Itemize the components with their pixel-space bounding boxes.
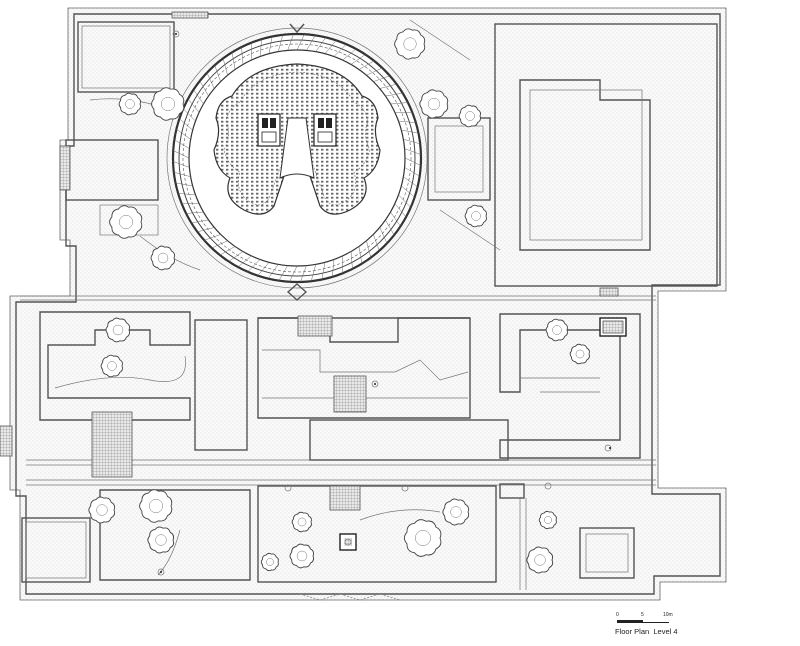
lower-courtyards bbox=[21, 483, 635, 601]
middle-courtyards bbox=[0, 311, 641, 478]
tree-19 bbox=[403, 519, 442, 557]
tree-21 bbox=[526, 546, 554, 574]
tree-4 bbox=[419, 89, 449, 119]
tree-12 bbox=[569, 343, 590, 365]
scale-bar-segment bbox=[617, 620, 643, 623]
tree-5 bbox=[458, 104, 481, 128]
drawing-title: Floor Plan Level 4 bbox=[615, 627, 678, 636]
tree-6 bbox=[109, 205, 143, 239]
scale-bar-line bbox=[617, 622, 669, 623]
tree-22 bbox=[538, 510, 557, 530]
tree-9 bbox=[105, 317, 130, 343]
tree-8 bbox=[464, 204, 487, 228]
scale-tick-5: 5 bbox=[641, 612, 644, 618]
upper-right-blocks bbox=[409, 19, 718, 297]
tree-17 bbox=[289, 543, 314, 569]
tree-14 bbox=[139, 489, 173, 523]
central-auditorium bbox=[166, 23, 428, 301]
tree-15 bbox=[147, 526, 175, 554]
tree-7 bbox=[150, 245, 175, 271]
scale-bar: 0 5 10m bbox=[616, 612, 677, 624]
tree-10 bbox=[100, 354, 123, 378]
tree-16 bbox=[291, 511, 312, 533]
tree-20 bbox=[442, 498, 470, 526]
upper-left-courtyards bbox=[59, 11, 209, 271]
tree-2 bbox=[151, 87, 185, 121]
trees-layer bbox=[88, 28, 590, 574]
tree-18 bbox=[260, 552, 279, 572]
tree-11 bbox=[545, 318, 568, 342]
tree-3 bbox=[118, 92, 141, 116]
tree-13 bbox=[88, 496, 116, 524]
scale-tick-0: 0 bbox=[616, 612, 619, 618]
fixtures bbox=[157, 30, 612, 576]
tree-1 bbox=[394, 28, 426, 60]
scale-tick-10m: 10m bbox=[663, 612, 673, 618]
